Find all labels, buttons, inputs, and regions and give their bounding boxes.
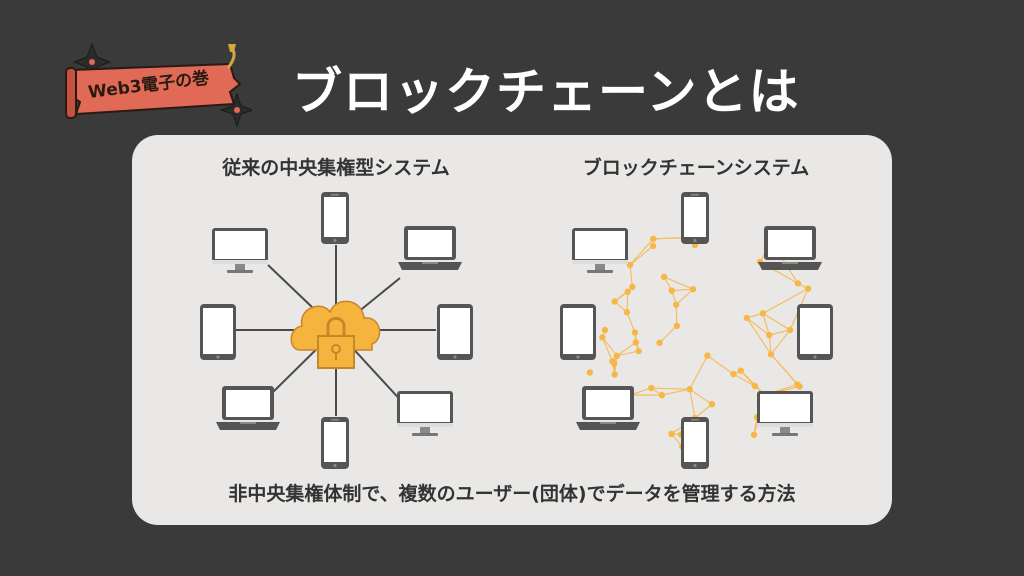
network-link	[659, 325, 678, 344]
network-node	[624, 288, 631, 295]
network-link	[769, 329, 791, 336]
network-node	[623, 309, 631, 316]
network-link	[601, 337, 613, 362]
network-link	[762, 288, 809, 314]
shuriken-icon	[219, 92, 252, 128]
network-node	[611, 360, 618, 367]
network-link	[770, 329, 791, 355]
tassel-icon	[226, 44, 236, 69]
cloud-lock-icon	[290, 300, 381, 369]
network-link	[626, 291, 629, 313]
blockchain-diagram	[560, 192, 833, 469]
laptop-icon	[758, 226, 822, 270]
network-link	[616, 350, 639, 357]
network-link	[661, 388, 690, 396]
network-node	[650, 235, 657, 242]
network-link	[663, 276, 694, 290]
network-link	[689, 388, 713, 405]
centralized-heading: 従来の中央集権型システム	[222, 157, 450, 179]
page-title: ブロックチェーンとは	[292, 63, 800, 121]
network-node	[626, 261, 634, 269]
monitor-icon	[572, 228, 628, 273]
network-node	[805, 285, 812, 292]
network-node	[766, 331, 773, 339]
network-link	[762, 312, 791, 331]
network-link	[762, 313, 770, 336]
network-link	[601, 336, 618, 357]
network-node	[611, 298, 618, 305]
network-node	[635, 347, 642, 355]
phone-icon	[321, 192, 349, 244]
network-node	[759, 310, 767, 317]
network-node	[767, 351, 775, 358]
laptop-icon	[576, 386, 640, 430]
tablet-icon	[560, 304, 596, 360]
tablet-icon	[437, 304, 473, 360]
network-link	[616, 342, 637, 357]
network-node	[786, 326, 794, 334]
network-node	[586, 369, 594, 376]
scroll-badge	[65, 42, 252, 128]
network-node	[631, 329, 639, 336]
tablet-icon	[797, 304, 833, 360]
network-link	[689, 355, 708, 390]
monitor-icon	[757, 391, 813, 436]
blockchain-heading: ブロックチェーンシステム	[582, 157, 810, 179]
monitor-icon	[212, 228, 268, 273]
network-node	[751, 382, 759, 390]
tablet-icon	[200, 304, 236, 360]
network-node	[672, 301, 680, 308]
network-link	[675, 304, 678, 326]
network-link	[768, 335, 772, 355]
phone-icon	[321, 417, 349, 469]
laptop-icon	[398, 226, 462, 270]
network-node	[613, 352, 620, 360]
network-node	[730, 370, 737, 378]
network-node	[796, 383, 803, 390]
network-link	[694, 403, 713, 419]
network-node	[794, 280, 802, 287]
network-link	[629, 238, 654, 266]
network-node	[668, 430, 675, 438]
phone-icon	[681, 192, 709, 244]
network-node	[686, 385, 693, 393]
network-node	[629, 283, 636, 291]
network-node	[704, 352, 711, 359]
network-link	[629, 245, 654, 266]
network-node	[708, 401, 716, 408]
network-node	[673, 322, 681, 330]
network-link	[746, 317, 772, 355]
network-link	[707, 355, 734, 375]
network-node	[750, 431, 758, 438]
network-node	[658, 391, 666, 399]
network-node	[660, 273, 668, 281]
network-link	[689, 389, 696, 419]
network-link	[629, 264, 633, 287]
monitor-icon	[397, 391, 453, 436]
phone-icon	[681, 417, 709, 469]
network-node	[743, 314, 751, 322]
network-node	[656, 339, 663, 347]
network-link	[733, 373, 756, 387]
laptop-icon	[216, 386, 280, 430]
network-link	[770, 353, 801, 387]
network-node	[689, 285, 697, 293]
network-node	[668, 287, 676, 294]
network-node	[601, 326, 609, 334]
network-link	[671, 288, 694, 292]
network-link	[626, 312, 636, 333]
network-node	[599, 334, 606, 341]
network-node	[649, 242, 657, 250]
network-node	[632, 339, 640, 346]
caption: 非中央集権体制で、複数のユーザー(団体)でデータを管理する方法	[228, 483, 796, 505]
network-link	[651, 387, 690, 390]
network-nodes	[586, 233, 812, 450]
network-node	[737, 367, 744, 374]
network-node	[648, 384, 655, 392]
centralized-diagram	[200, 192, 473, 469]
network-link	[746, 317, 770, 336]
network-node	[611, 371, 618, 378]
network-link	[675, 288, 694, 306]
